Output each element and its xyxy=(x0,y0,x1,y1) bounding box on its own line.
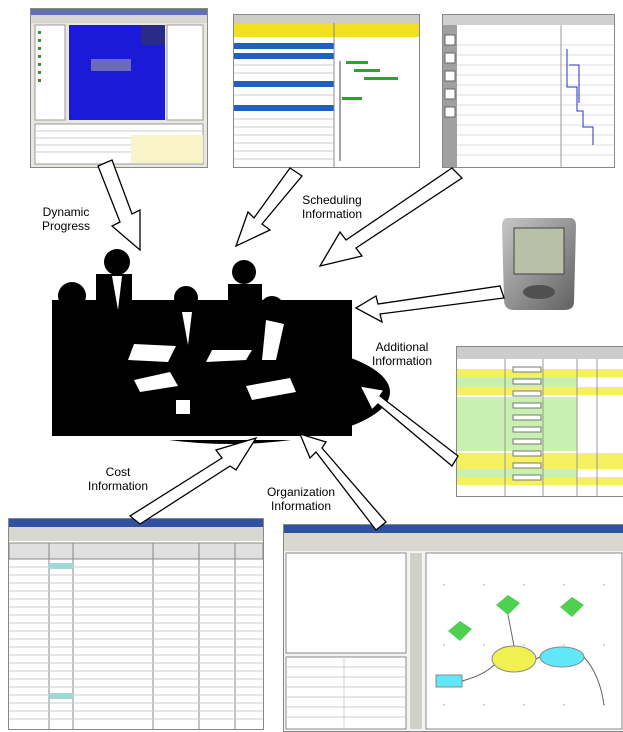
schedule-table-screenshot xyxy=(442,14,615,168)
label-organization-information: Organization Information xyxy=(266,485,336,513)
arrow-additional xyxy=(358,385,459,467)
arrow-dynamic-progress xyxy=(97,159,141,252)
arrow-scheduling xyxy=(234,167,303,248)
label-cost-information: Cost Information xyxy=(87,465,149,493)
additional-info-screenshot xyxy=(456,346,623,497)
status-sheet-art xyxy=(457,347,623,496)
organization-info-screenshot xyxy=(283,524,623,732)
progress-app-art xyxy=(31,9,207,165)
org-diagram-art xyxy=(284,525,623,730)
meeting-silhouettes xyxy=(52,300,352,440)
arrow-pda xyxy=(354,285,505,324)
cost-info-screenshot xyxy=(8,518,264,730)
cost-sheet-art xyxy=(9,519,263,729)
scheduling-gantt-screenshot xyxy=(233,14,420,168)
pda-device xyxy=(500,214,578,312)
dynamic-progress-screenshot xyxy=(30,8,208,168)
gantt-art xyxy=(234,15,419,167)
label-scheduling-information: Scheduling Information xyxy=(301,193,363,221)
label-additional-information: Additional Information xyxy=(371,340,433,368)
pda-art xyxy=(502,218,576,310)
schedule-table-art xyxy=(443,15,614,167)
label-dynamic-progress: Dynamic Progress xyxy=(41,205,91,233)
arrow-organization xyxy=(298,432,387,531)
meeting-table xyxy=(70,340,390,444)
